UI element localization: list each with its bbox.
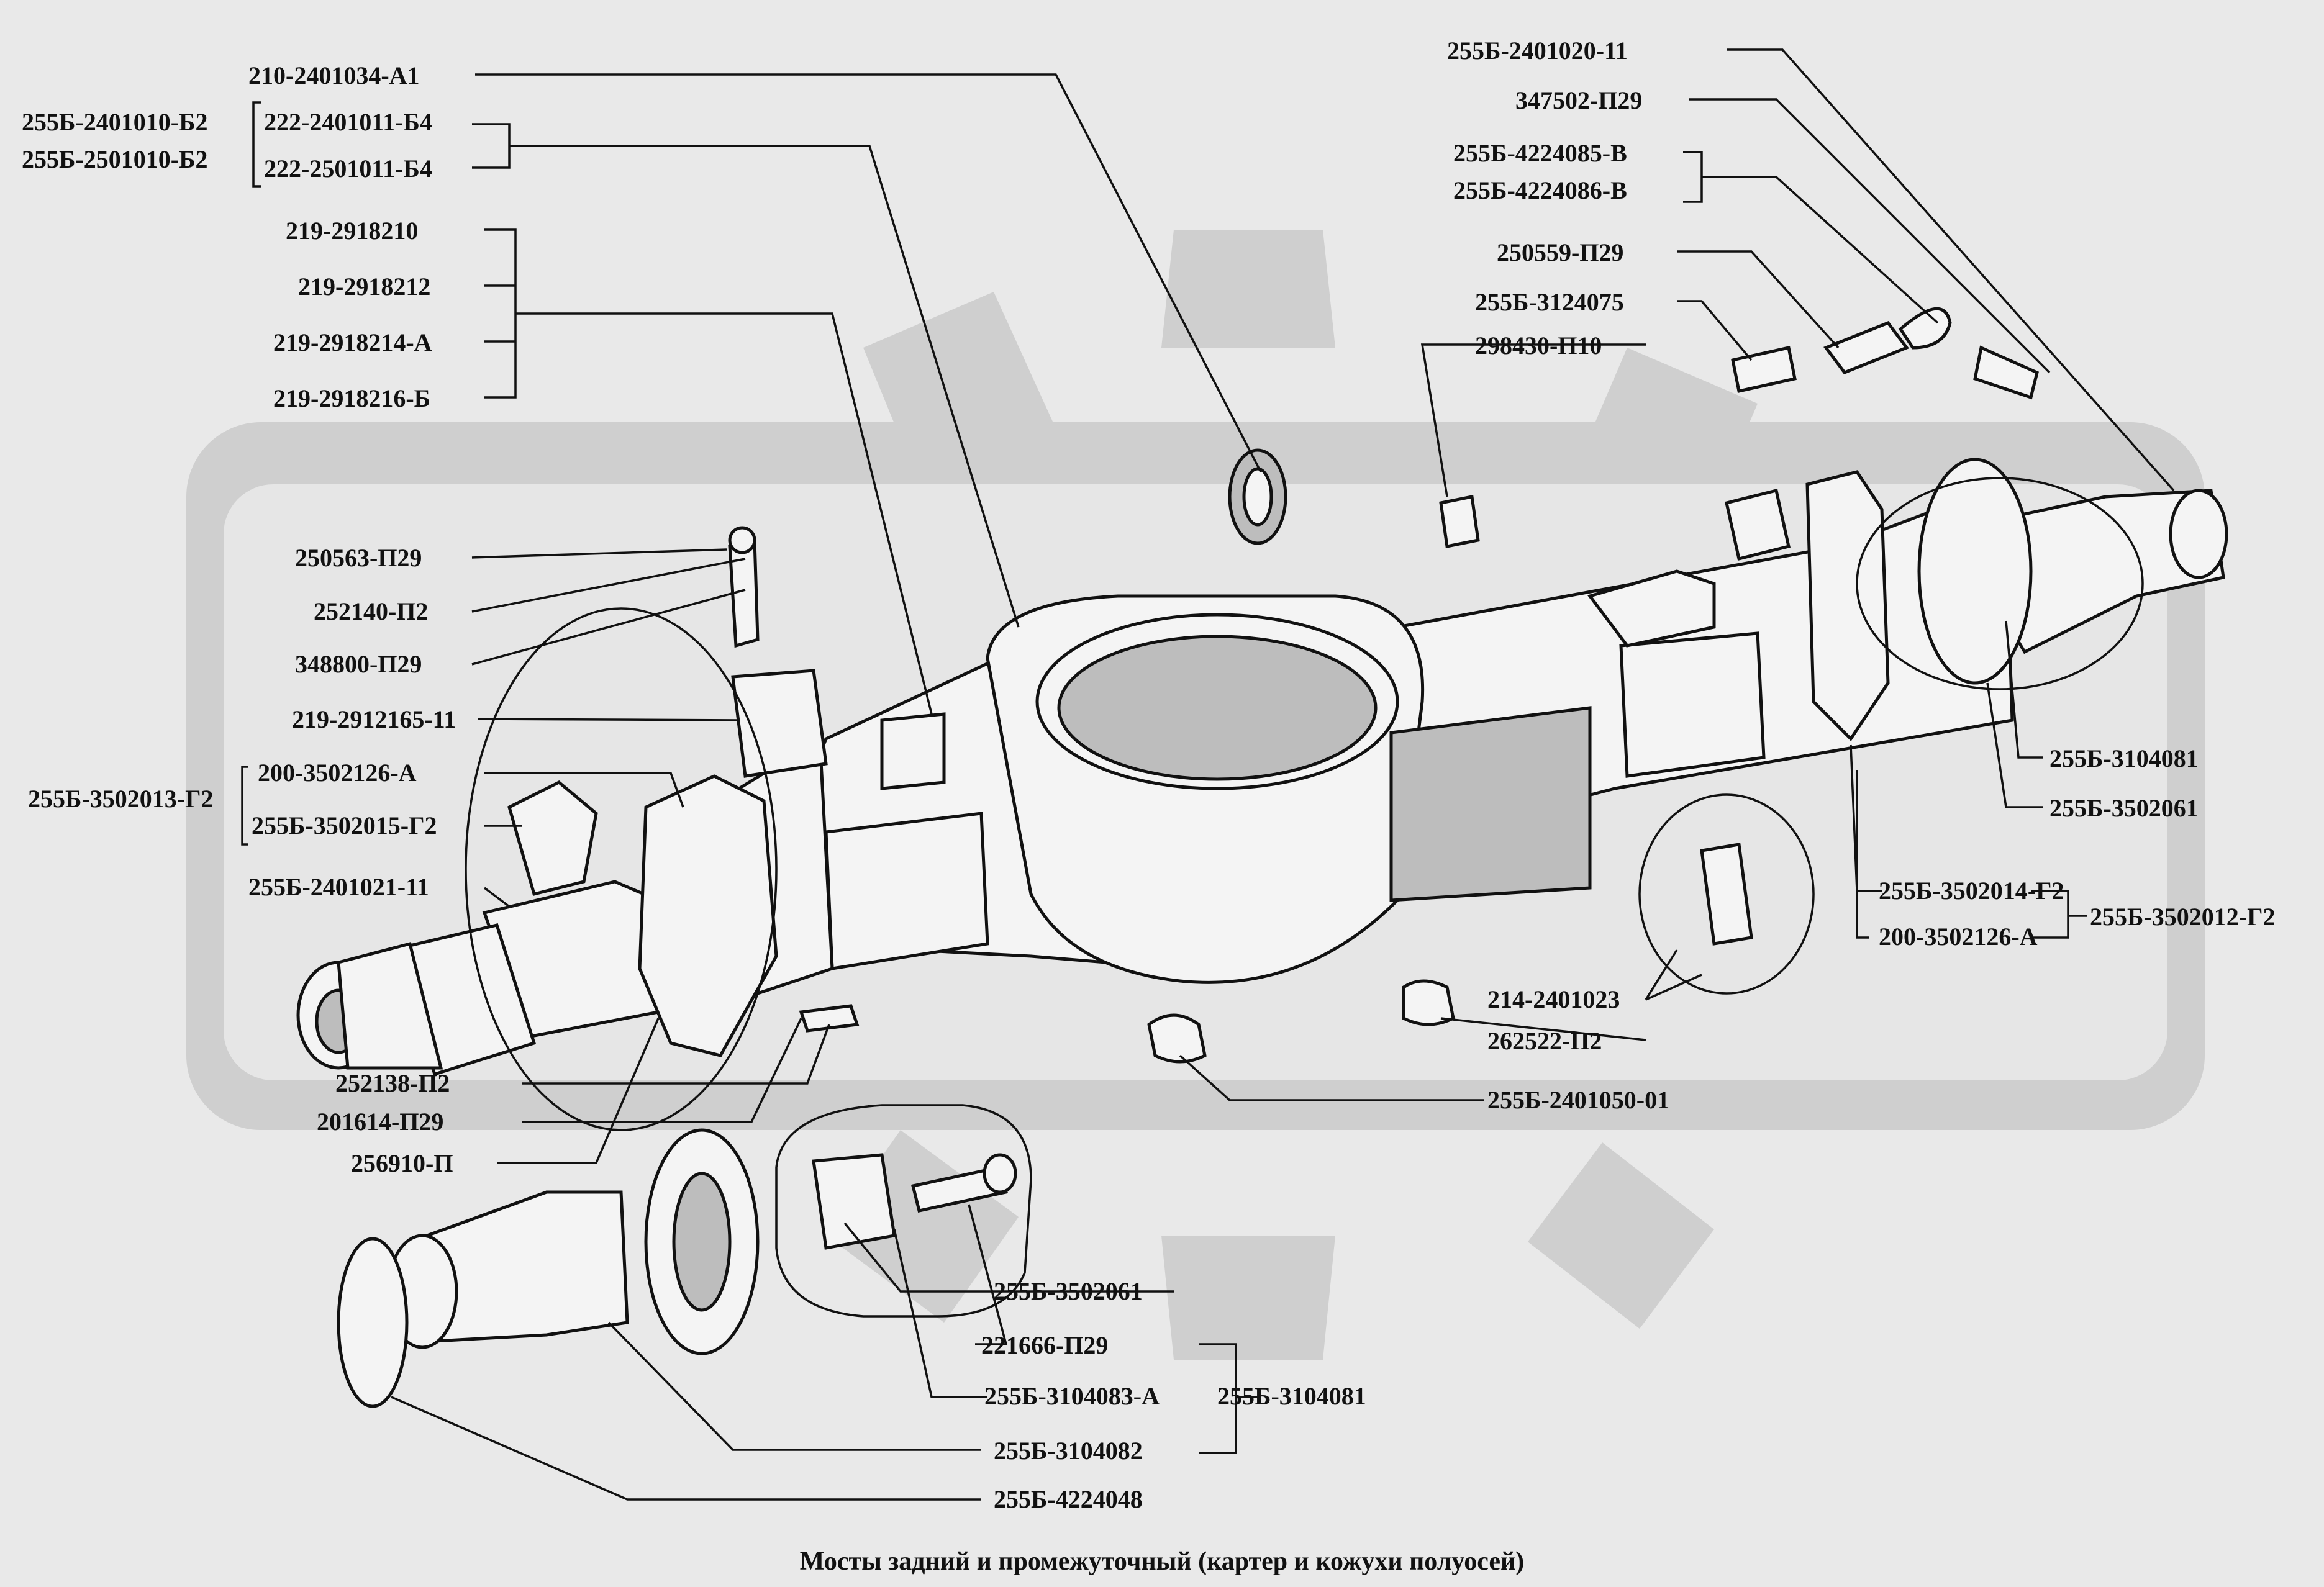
label-219-2918210: 219-2918210 [286,217,418,245]
label-252140-P2: 252140-П2 [314,597,428,625]
label-219-2918212: 219-2918212 [298,273,430,301]
diagram-caption: Мосты задний и промежуточный (картер и к… [800,1547,1524,1576]
right-axle-tube [1725,458,2228,741]
label-255B-2501010-B2: 255Б-2501010-Б2 [22,145,208,173]
label-210-2401034-A1: 210-2401034-А1 [248,61,420,89]
label-256910-P: 256910-П [351,1149,453,1177]
label-255B-3502061-inset: 255Б-3502061 [994,1277,1143,1305]
label-255B-3104083-A: 255Б-3104083-А [984,1382,1160,1410]
label-255B-3104082: 255Б-3104082 [994,1437,1143,1465]
label-255B-4224048: 255Б-4224048 [994,1485,1143,1513]
label-255B-2401020-11: 255Б-2401020-11 [1447,37,1628,65]
label-255B-4224086-V: 255Б-4224086-В [1453,176,1627,204]
label-222-2401011-B4: 222-2401011-Б4 [264,108,432,136]
label-255B-3502061-right: 255Б-3502061 [2049,794,2199,822]
label-347502-P29: 347502-П29 [1515,86,1642,114]
label-200-3502126-A-right: 200-3502126-А [1879,923,2038,951]
label-250559-P29: 250559-П29 [1497,238,1623,266]
label-200-3502126-A-left: 200-3502126-А [258,759,417,787]
label-262522-P2: 262522-П2 [1487,1027,1602,1055]
label-219-2918214-A: 219-2918214-А [273,328,432,356]
label-255B-3502014-G2: 255Б-3502014-Г2 [1879,877,2064,905]
label-214-2401023: 214-2401023 [1487,985,1620,1013]
label-255B-3124075: 255Б-3124075 [1475,288,1624,316]
part-labels: 210-2401034-А1 255Б-2401010-Б2 255Б-2501… [22,37,2276,1513]
small-parts [728,307,2039,1064]
label-255B-4224085-V: 255Б-4224085-В [1453,139,1627,167]
label-298430-P10: 298430-П10 [1475,332,1602,359]
detail-circles [465,477,2144,1131]
label-222-2501011-B4: 222-2501011-Б4 [264,155,432,183]
label-255B-3104081-inset: 255Б-3104081 [1217,1382,1366,1410]
axle-housing [730,507,2014,996]
label-348800-P29: 348800-П29 [295,650,422,678]
label-255B-3502015-G2: 255Б-3502015-Г2 [252,812,437,839]
label-250563-P29: 250563-П29 [295,544,422,572]
label-201614-P29: 201614-П29 [317,1108,443,1136]
label-255B-3104081-right: 255Б-3104081 [2049,744,2199,772]
label-252138-P2: 252138-П2 [335,1069,450,1097]
detail-inset [337,1104,1032,1408]
label-221666-P29: 221666-П29 [981,1331,1108,1359]
label-255B-3502013-G2: 255Б-3502013-Г2 [28,785,214,813]
label-219-2912165-11: 219-2912165-11 [292,705,456,733]
label-219-2918216-B: 219-2918216-Б [273,384,430,412]
left-axle-tube [296,774,778,1077]
label-255B-2401010-B2: 255Б-2401010-Б2 [22,108,208,136]
label-255B-2401050-01: 255Б-2401050-01 [1487,1086,1669,1114]
label-255B-3502012-G2: 255Б-3502012-Г2 [2090,903,2276,931]
label-255B-2401021-11: 255Б-2401021-11 [248,873,429,901]
leader-lines [241,48,2175,1501]
